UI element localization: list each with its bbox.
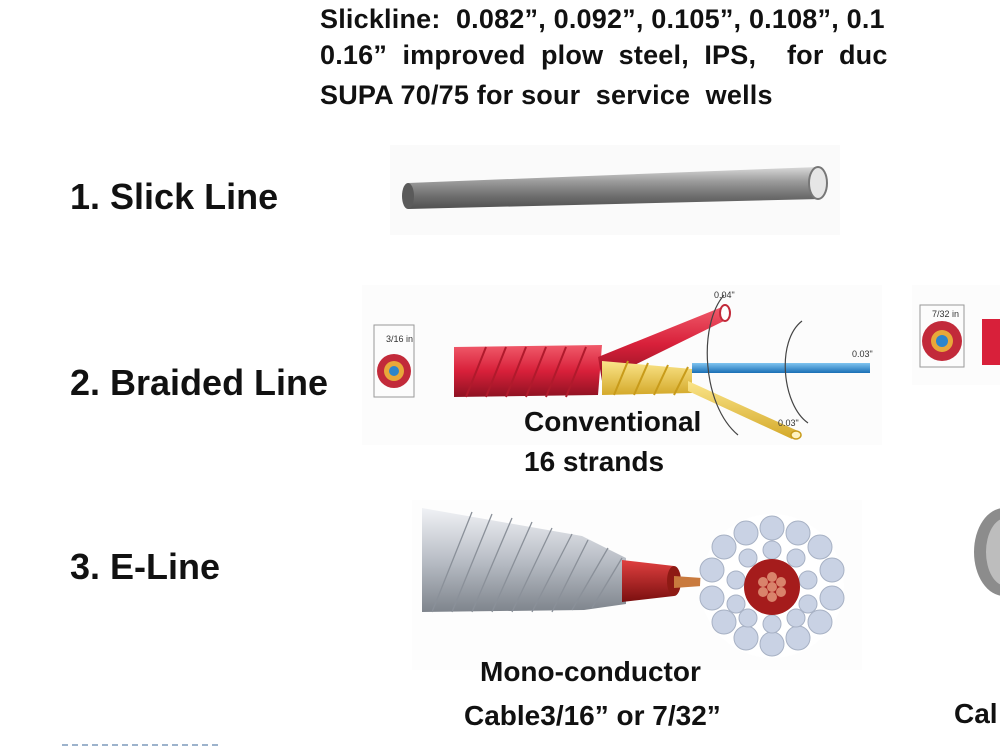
right-partial-caption: Cal	[954, 698, 998, 729]
e-line-image	[412, 500, 862, 670]
slick-line-label: 1. Slick Line	[70, 176, 279, 217]
dim-label-right: 0.03"	[852, 349, 873, 359]
header-line-3: SUPA 70/75 for sour service wells	[320, 80, 773, 110]
e-line-image-right-partial	[974, 508, 1000, 596]
e-line-label: 3. E-Line	[70, 546, 221, 587]
braided-line-label: 2. Braided Line	[70, 362, 329, 403]
header-line-1: Slickline: 0.082”, 0.092”, 0.105”, 0.108…	[320, 4, 885, 34]
braided-caption-line-1: Conventional	[524, 406, 702, 437]
braided-section-size-label-right: 7/32 in	[932, 309, 959, 319]
braided-line-image: 3/16 in 0.04" 0.03" 0.03"	[362, 285, 882, 445]
footer-dashed-divider	[62, 744, 218, 746]
dim-label-bottom: 0.03"	[778, 418, 799, 428]
braided-section-size-label: 3/16 in	[386, 334, 413, 344]
slick-line-image	[390, 145, 840, 235]
header-line-2: 0.16” improved plow steel, IPS, for duc	[320, 40, 888, 70]
braided-cross-section	[377, 354, 411, 388]
e-line-caption-line-1: Mono-conductor	[480, 656, 701, 687]
e-line-caption-line-2: Cable3/16” or 7/32”	[464, 700, 721, 731]
braided-line-image-right-partial: 7/32 in	[912, 285, 1000, 385]
e-line-cross-section	[699, 514, 845, 658]
braided-caption-line-2: 16 strands	[524, 446, 665, 477]
dim-label-top: 0.04"	[714, 290, 735, 300]
